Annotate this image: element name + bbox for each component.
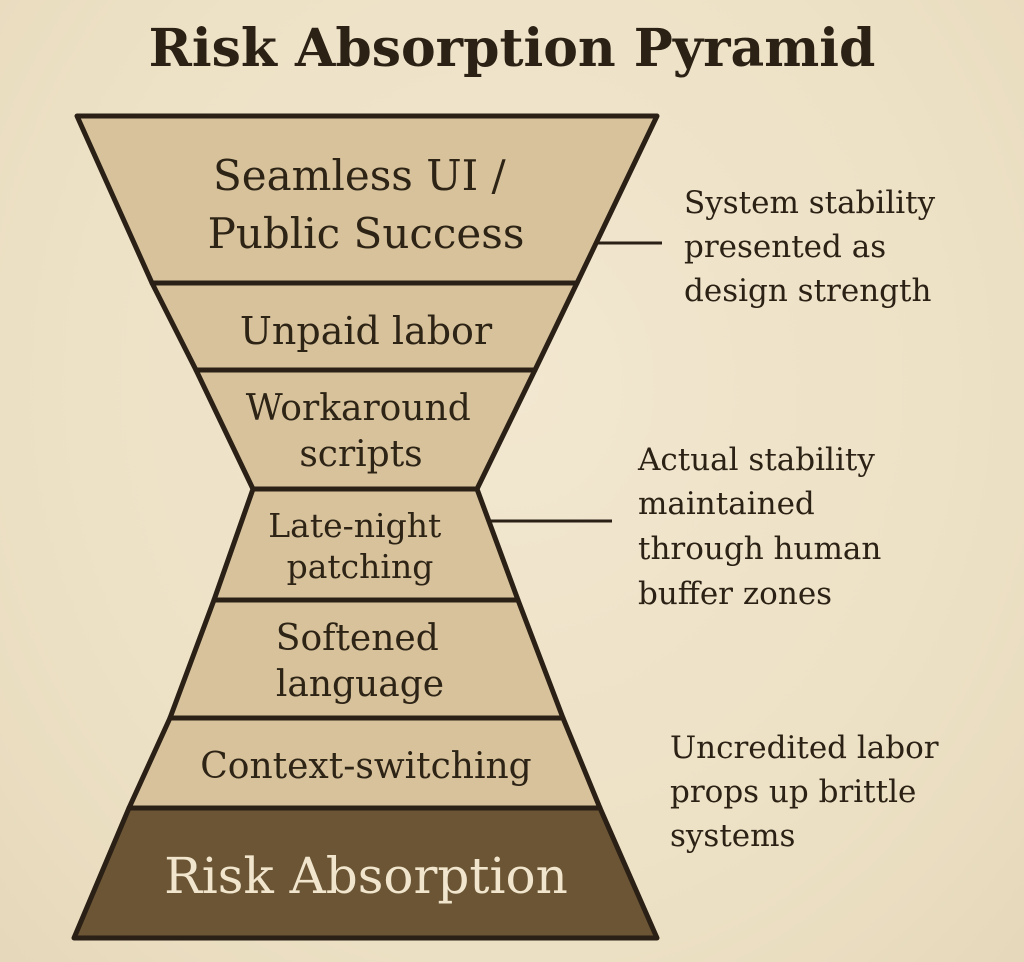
- layer-label-softened-language: Softened language: [276, 618, 450, 705]
- layer-label-risk-absorption: Risk Absorption: [164, 847, 568, 905]
- layer-label-context-switching: Context-switching: [200, 746, 531, 787]
- layer-label-workaround-scripts: Workaround scripts: [246, 388, 482, 475]
- annotation-uncredited-labor: Uncredited labor props up brittle system…: [670, 730, 948, 854]
- layer-label-unpaid-labor: Unpaid labor: [240, 309, 493, 353]
- annotation-design-strength: System stability presented as design str…: [684, 185, 945, 309]
- annotation-connectors: [490, 241, 662, 523]
- diagram-title: Risk Absorption Pyramid: [149, 18, 876, 79]
- layer-label-late-night-patching: Late-night patching: [268, 506, 451, 586]
- pyramid-layers: [71, 113, 660, 941]
- layer-risk-absorption: [71, 805, 660, 941]
- layer-label-seamless-ui: Seamless UI / Public Success: [208, 151, 525, 258]
- annotation-human-buffer-zones: Actual stability maintained through huma…: [637, 442, 891, 612]
